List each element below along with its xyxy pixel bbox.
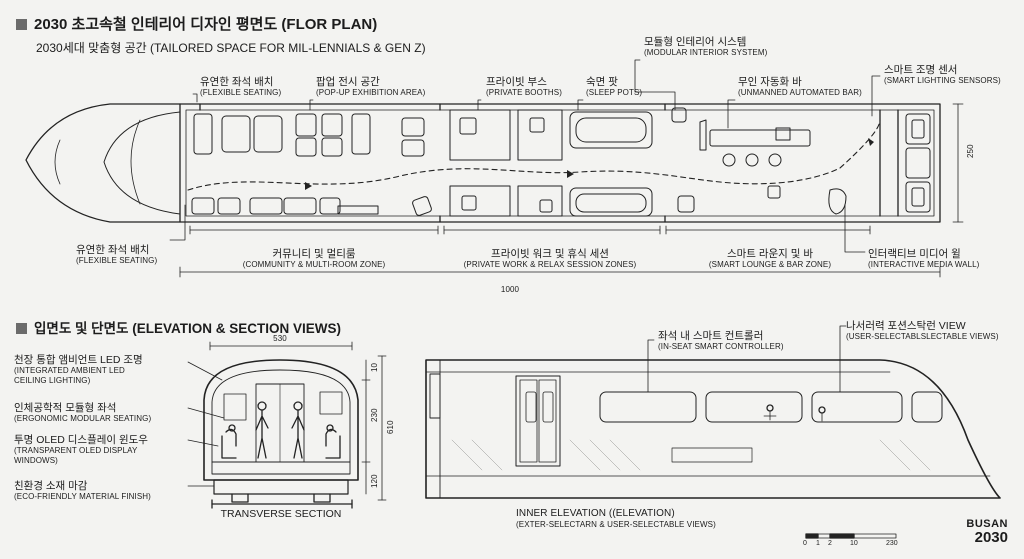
label-en: WINDOWS) [14,456,58,465]
dim-section-total: 610 [386,420,395,434]
label-en: (COMMUNITY & MULTI-ROOM ZONE) [242,260,386,269]
scale-tick-1: 1 [816,540,820,547]
label-ko: 팝업 전시 공간 [316,76,380,88]
label-selectable-view: 나서러력 포션스탁런 VIEW (USER-SELECTABLSLECTABLE… [846,320,999,342]
label-ko: 스마트 조명 센서 [884,64,958,76]
label-popup-exhibition: 팝업 전시 공간 (POP-UP EXHIBITION AREA) [316,76,425,98]
brand-logo: BUSAN 2030 [944,518,1008,546]
label-en: (PRIVATE WORK & RELAX SESSION ZONES) [463,260,637,269]
dim-section-mid: 230 [370,408,379,422]
label-flexible-seating-bottom: 유연한 좌석 배치 (FLEXIBLE SEATING) [76,244,157,266]
label-en: (FLEXIBLE SEATING) [76,256,158,265]
label-en: (POP-UP EXHIBITION AREA) [316,88,426,97]
label-media-wall: 인터랙티브 미디어 윌 (INTERACTIVE MEDIA WALL) [868,248,979,270]
label-modular-system: 모듈형 인테리어 시스템 (MODULAR INTERIOR SYSTEM) [644,36,767,58]
label-transverse-section: TRANSVERSE SECTION [220,508,342,520]
scale-bar-labels: 0 1 2 10 230 [800,540,910,552]
label-en: CEILING LIGHTING) [14,376,91,385]
label-en: (ERGONOMIC MODULAR SEATING) [14,414,152,423]
label-ko: 유연한 좌석 배치 [200,76,274,88]
label-inner-elevation: INNER ELEVATION ((ELEVATION) (EXTER-SELE… [516,508,716,530]
label-ko: 스마트 라운지 및 바 [726,248,814,260]
dim-length: 1000 [500,285,520,294]
label-smart-controller: 좌석 내 스마트 컨트롤러 (IN-SEAT SMART CONTROLLER) [658,330,784,352]
label-ko: 모듈형 인테리어 시스템 [644,36,747,48]
dim-section-bottom: 120 [370,474,379,488]
label-sleep-pods: 숙면 팟 (SLEEP POTS) [586,76,642,98]
label-en: INNER ELEVATION ((ELEVATION) [516,508,675,519]
section-views-title-text: 입면도 및 단면도 (ELEVATION & SECTION VIEWS) [34,321,341,336]
label-en: (SMART LOUNGE & BAR ZONE) [708,260,832,269]
label-ko: 숙면 팟 [586,76,618,88]
label-automated-bar: 무인 자동화 바 (UNMANNED AUTOMATED BAR) [738,76,862,98]
label-en: (MODULAR INTERIOR SYSTEM) [644,48,768,57]
label-led-lighting: 천장 통합 앰비언트 LED 조명 (INTEGRATED AMBIENT LE… [14,354,143,386]
label-ko: 나서러력 포션스탁런 VIEW [846,320,966,332]
label-en: (SMART LIGHTING SENSORS) [884,76,1001,85]
dim-section-width: 530 [273,334,287,343]
label-ko: 천장 통합 앰비언트 LED 조명 [14,354,143,366]
label-en: (SLEEP POTS) [586,88,643,97]
label-ko: 좌석 내 스마트 컨트롤러 [658,330,764,342]
label-lighting-sensors: 스마트 조명 센서 (SMART LIGHTING SENSORS) [884,64,1001,86]
label-community-zone: 커뮤니티 및 멀티룸 (COMMUNITY & MULTI-ROOM ZONE) [214,248,414,270]
scale-tick-2: 2 [828,540,832,547]
dim-height: 250 [966,144,975,158]
scale-tick-230: 230 [886,540,898,547]
label-ko: 인터랙티브 미디어 윌 [868,248,961,260]
label-en: (TRANSPARENT OLED DISPLAY [14,446,138,455]
label-oled-windows: 투명 OLED 디스플레이 윈도우 (TRANSPARENT OLED DISP… [14,434,148,466]
label-private-booths: 프라이빗 부스 (PRIVATE BOOTHS) [486,76,562,98]
label-en: (USER-SELECTABLSLECTABLE VIEWS) [846,332,999,341]
section-marker-icon [16,323,27,334]
label-en: (FLEXIBLE SEATING) [200,88,282,97]
label-eco-finish: 친환경 소재 마감 (ECO-FRIENDLY MATERIAL FINISH) [14,480,151,502]
label-ko: 커뮤니티 및 멀티룸 [272,248,356,260]
label-ko: 친환경 소재 마감 [14,480,88,492]
label-ko: 무인 자동화 바 [738,76,802,88]
label-en: (INTERACTIVE MEDIA WALL) [868,260,980,269]
scale-tick-10: 10 [850,540,858,547]
label-en: (ECO-FRIENDLY MATERIAL FINISH) [14,492,151,501]
label-ko: 프라이빗 부스 [486,76,547,88]
brand-line-2: 2030 [974,529,1008,546]
label-en: (IN-SEAT SMART CONTROLLER) [658,342,784,351]
page-title-text: 2030 초고속철 인테리어 디자인 평면도 (FLOR PLAN) [34,16,378,33]
label-en: (EXTER-SELECTARN & USER-SELECTABLE VIEWS… [516,520,716,529]
label-ko: 프라이빗 워크 및 휴식 세션 [491,248,609,260]
label-en: (PRIVATE BOOTHS) [486,88,562,97]
label-ko: 인체공학적 모듈형 좌석 [14,402,117,414]
label-en: (UNMANNED AUTOMATED BAR) [738,88,862,97]
section-views-title: 입면도 및 단면도 (ELEVATION & SECTION VIEWS) [16,317,341,337]
label-ko: 유연한 좌석 배치 [76,244,150,256]
label-ko: 투명 OLED 디스플레이 윈도우 [14,434,148,446]
page-subtitle: 2030세대 맞춤형 공간 (TAILORED SPACE FOR MIL-LE… [36,41,426,55]
dim-section-top: 10 [370,362,379,372]
label-private-work-zone: 프라이빗 워크 및 휴식 세션 (PRIVATE WORK & RELAX SE… [440,248,660,270]
label-en: (INTEGRATED AMBIENT LED [14,366,125,375]
label-flexible-seating-top: 유연한 좌석 배치 (FLEXIBLE SEATING) [200,76,281,98]
label-lounge-zone: 스마트 라운지 및 바 (SMART LOUNGE & BAR ZONE) [690,248,850,270]
label-ergonomic-seating: 인체공학적 모듈형 좌석 (ERGONOMIC MODULAR SEATING) [14,402,151,424]
brand-line-1: BUSAN [966,518,1008,530]
page-title: 2030 초고속철 인테리어 디자인 평면도 (FLOR PLAN) [16,13,377,34]
scale-tick-0: 0 [803,540,807,547]
section-marker-icon [16,19,27,30]
